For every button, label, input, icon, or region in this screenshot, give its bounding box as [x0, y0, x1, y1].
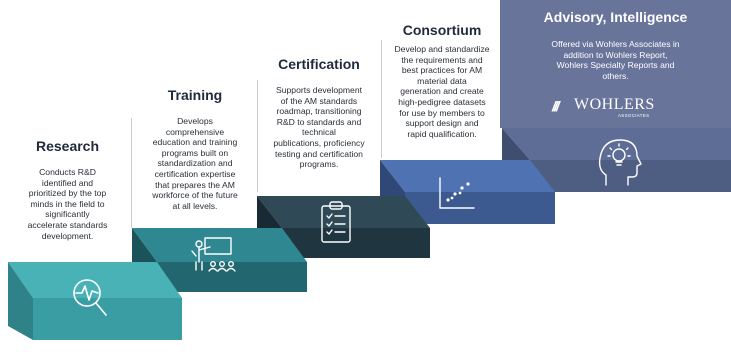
divider-training — [131, 118, 132, 228]
description-line: testing and certification — [275, 148, 363, 159]
description-line: prioritized by the top — [28, 188, 107, 199]
description-line: comprehensive — [165, 126, 225, 137]
wohlers-logo-mark: /// — [552, 98, 560, 114]
step-advisory-title: Advisory, Intelligence — [543, 9, 688, 25]
step-certification-title: Certification — [278, 56, 360, 72]
wohlers-logo-word: WOHLERS — [574, 96, 655, 113]
description-line: identified and — [41, 177, 94, 188]
clipboard-checklist-icon — [321, 201, 351, 243]
description-line: programs built on — [161, 147, 229, 158]
step-consortium-block — [380, 160, 555, 224]
presenter-audience-icon — [191, 237, 236, 272]
description-line: Develops — [177, 116, 213, 126]
wohlers-logo-sub: ASSOCIATES — [618, 113, 650, 118]
description-line: publications, proficiency — [273, 137, 365, 148]
description-line: Develop and standardize — [394, 44, 490, 54]
heartbeat-magnifier-icon — [73, 279, 107, 316]
description-line: material data — [417, 75, 467, 86]
step-research-title: Research — [35, 138, 100, 154]
head-lightbulb-icon — [598, 139, 642, 186]
description-line: significantly — [45, 209, 90, 220]
description-line: best practices for AM — [401, 65, 483, 76]
description-line: generation and create — [400, 86, 484, 97]
description-line: that prepares the AM — [155, 179, 235, 190]
advisory-panel: Advisory, Intelligence Offered via Wohle… — [500, 0, 731, 128]
divider-certification — [257, 80, 258, 192]
description-line: roadmap, transitioning — [276, 106, 362, 117]
description-line: R&D to standards and — [276, 116, 362, 127]
step-training-title: Training — [167, 87, 223, 103]
description-line: technical — [302, 127, 336, 138]
description-line: of the AM standards — [280, 95, 358, 106]
description-line: workforce of the future — [152, 190, 238, 201]
description-line: standardization and — [157, 158, 233, 169]
description-line: Wohlers Specialty Reports and — [556, 60, 675, 71]
description-line: rapid qualification. — [407, 128, 477, 139]
description-line: the requirements and — [401, 54, 483, 65]
step-consortium-title: Consortium — [402, 22, 482, 38]
description-line: education and training — [152, 137, 238, 148]
description-line: development. — [41, 230, 94, 241]
description-line: accelerate standards — [27, 219, 108, 230]
description-line: support design and — [405, 118, 479, 129]
description-line: programs. — [299, 159, 339, 170]
description-line: others. — [602, 70, 629, 81]
divider-consortium — [381, 40, 382, 158]
description-line: high-pedigree datasets — [398, 96, 486, 107]
description-line: at all levels. — [172, 200, 218, 211]
description-line: Conducts R&D — [39, 167, 96, 177]
step-research-block — [8, 262, 182, 340]
scatter-plot-icon — [439, 177, 475, 209]
wohlers-logo: /// WOHLERS ASSOCIATES — [552, 96, 662, 118]
description-line: addition to Wohlers Report, — [563, 49, 668, 60]
description-line: for use by members to — [399, 107, 485, 118]
description-line: certification expertise — [154, 168, 236, 179]
description-line: minds in the field to — [30, 198, 105, 209]
description-line: Offered via Wohlers Associates in — [551, 39, 680, 49]
description-line: Supports development — [276, 85, 362, 95]
